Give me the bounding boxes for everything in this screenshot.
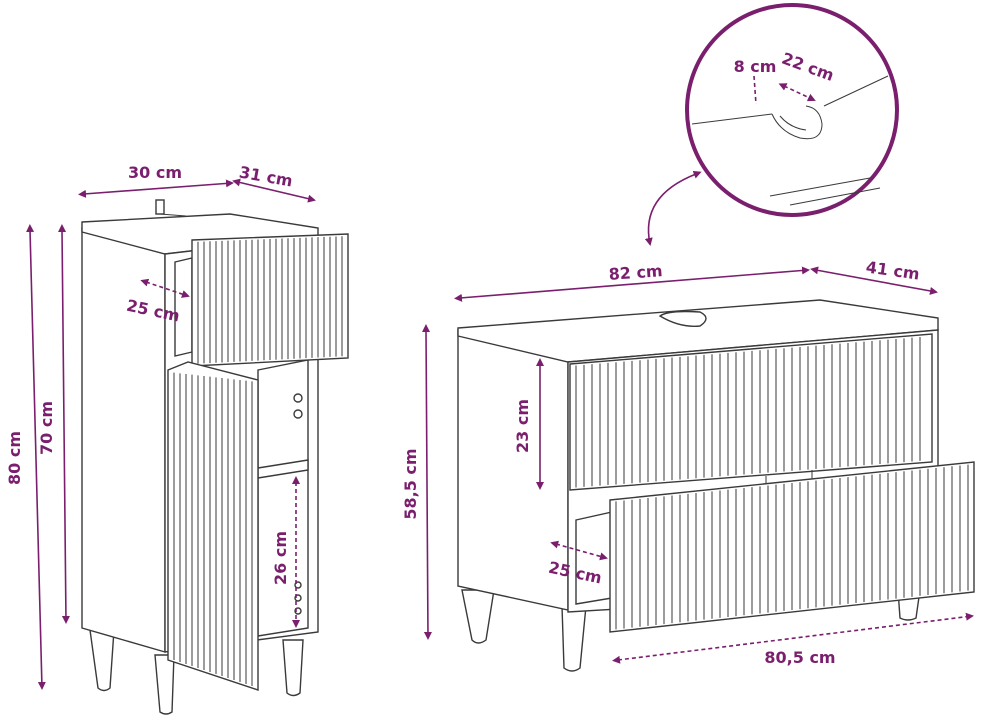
width-label: 30 cm: [128, 163, 182, 182]
cutout-depth-label: 8 cm: [734, 57, 777, 76]
total-height-dimension-line: [26, 224, 46, 690]
upper-drawer-height-label: 23 cm: [513, 399, 532, 453]
hinge-hole: [293, 393, 303, 403]
vanity-width-label: 82 cm: [608, 261, 663, 284]
drawer-flutes: [197, 236, 343, 364]
door-flutes: [173, 372, 253, 686]
cabinet-leg-back-right: [282, 639, 304, 697]
vanity-leg-front-right: [561, 605, 587, 672]
drawer-width-label: 80,5 cm: [764, 648, 835, 667]
lower-drawer-side: [575, 511, 613, 605]
cutout-width-dimension-line: [778, 83, 816, 102]
cabinet-door: [167, 361, 259, 691]
depth-dimension-line: [232, 178, 316, 203]
cabinet-leg-front-left: [89, 629, 115, 692]
vanity-cabinet: [457, 299, 975, 672]
drawer-width-dimension-line: [612, 612, 974, 664]
width-dimension-line: [78, 179, 234, 198]
vanity-width-dimension-line: [454, 266, 810, 302]
detail-magnifier-circle: [685, 3, 899, 217]
sink-cutout-detail: 8 cm 22 cm: [685, 3, 899, 217]
cable-bracket: [155, 199, 165, 215]
vanity-leg-front-left: [461, 589, 495, 644]
total-height-label: 80 cm: [5, 431, 24, 485]
body-height-label: 70 cm: [37, 401, 56, 455]
sink-cutout: [658, 310, 707, 327]
hinge-hole: [293, 409, 303, 419]
vanity-body-height-dimension-line: [422, 324, 432, 640]
vanity-drawer-depth-dimension-line: [550, 540, 608, 561]
detail-pointer-arrow: [644, 171, 702, 246]
small-cabinet: [81, 199, 349, 715]
cutout-shape: [771, 105, 823, 140]
depth-label: 31 cm: [238, 163, 294, 191]
upper-drawer-front: [569, 333, 933, 491]
vanity-depth-dimension-line: [810, 266, 938, 295]
upper-drawer-flutes: [575, 336, 921, 488]
cabinet-leg-front-right: [154, 654, 175, 715]
lower-drawer-flutes: [615, 464, 969, 630]
shelf-height-label: 26 cm: [271, 531, 290, 585]
vanity-body-height-label: 58,5 cm: [401, 448, 420, 519]
drawer-depth-dimension-line: [140, 278, 190, 298]
body-height-dimension-line: [58, 224, 70, 624]
vanity-dimensions: 82 cm 41 cm 58,5 cm 23 cm 25 cm 80,5 cm: [401, 257, 974, 667]
cabinet-side-panel: [81, 227, 166, 653]
